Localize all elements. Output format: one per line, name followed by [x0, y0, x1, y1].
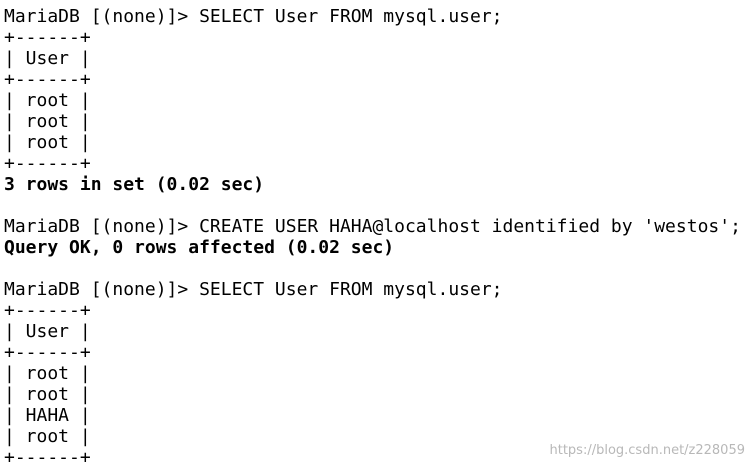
terminal-line: +------+	[4, 342, 91, 363]
terminal-line: MariaDB [(none)]> CREATE USER HAHA@local…	[4, 216, 741, 237]
terminal-line	[4, 258, 753, 279]
terminal-line: | User |	[4, 48, 91, 69]
terminal-line: | root |	[4, 132, 91, 153]
terminal-line: | root |	[4, 426, 91, 447]
watermark-text: https://blog.csdn.net/z228059	[549, 443, 745, 458]
terminal-line	[4, 195, 753, 216]
terminal-line: MariaDB [(none)]> SELECT User FROM mysql…	[4, 6, 503, 27]
terminal-line: 3 rows in set (0.02 sec)	[4, 174, 265, 195]
terminal-line: | root |	[4, 90, 91, 111]
terminal-line: Query OK, 0 rows affected (0.02 sec)	[4, 237, 395, 258]
terminal-line: +------+	[4, 69, 91, 90]
terminal-line: | root |	[4, 111, 91, 132]
terminal-line: | User |	[4, 321, 91, 342]
terminal-line: +------+	[4, 447, 91, 468]
terminal-line: +------+	[4, 300, 91, 321]
terminal-line: +------+	[4, 153, 91, 174]
terminal-line: +------+	[4, 27, 91, 48]
terminal-output: MariaDB [(none)]> SELECT User FROM mysql…	[4, 6, 753, 468]
terminal-line: | HAHA |	[4, 405, 91, 426]
terminal-line: MariaDB [(none)]> SELECT User FROM mysql…	[4, 279, 503, 300]
terminal-line: | root |	[4, 363, 91, 384]
terminal-line: | root |	[4, 384, 91, 405]
